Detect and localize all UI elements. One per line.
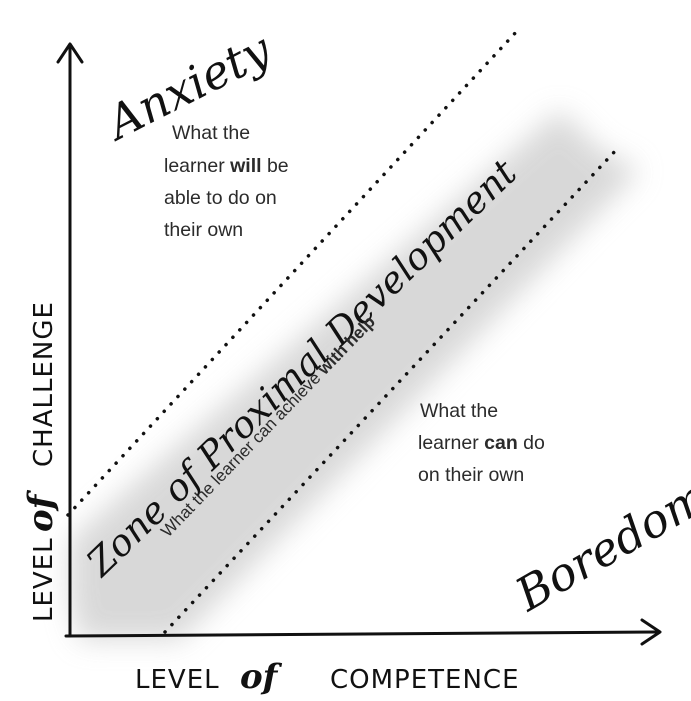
y-axis-label-level: LEVEL: [29, 537, 59, 622]
zone-band: [70, 110, 640, 640]
lower-text-line2-a: learner: [418, 432, 484, 454]
upper-text-line2-b: be: [262, 155, 289, 177]
x-axis-label-competence: COMPETENCE: [330, 665, 520, 695]
y-axis-label-of: of: [21, 489, 61, 532]
lower-text-line1: What the: [420, 400, 498, 422]
lower-text-line3: on their own: [418, 464, 524, 486]
upper-text-will: will: [229, 155, 261, 177]
upper-text: What the learner will be able to do on t…: [164, 122, 289, 241]
upper-boundary-line: [66, 28, 520, 517]
lower-text-can: can: [484, 432, 518, 454]
zone-title: Zone of Proximal Development: [78, 151, 525, 585]
upper-text-line3: able to do on: [164, 187, 277, 209]
upper-text-line4: their own: [164, 219, 243, 241]
lower-text-line2: learner can do: [418, 432, 545, 454]
x-axis-arrowhead: [640, 618, 662, 646]
lower-text: What the learner can do on their own: [418, 400, 545, 486]
x-axis-label-level: LEVEL: [135, 665, 220, 695]
lower-text-line2-b: do: [518, 432, 545, 454]
upper-text-line2: learner will be: [164, 155, 289, 177]
upper-text-line1: What the: [172, 122, 250, 144]
y-axis-label-challenge: CHALLENGE: [29, 301, 59, 467]
upper-text-line2-a: learner: [164, 155, 230, 177]
x-axis-line: [64, 630, 658, 638]
boredom-label: Boredom: [506, 469, 691, 622]
x-axis-label-of: of: [240, 657, 283, 697]
lower-boundary-line: [163, 146, 620, 634]
y-axis-arrowhead: [56, 42, 84, 64]
